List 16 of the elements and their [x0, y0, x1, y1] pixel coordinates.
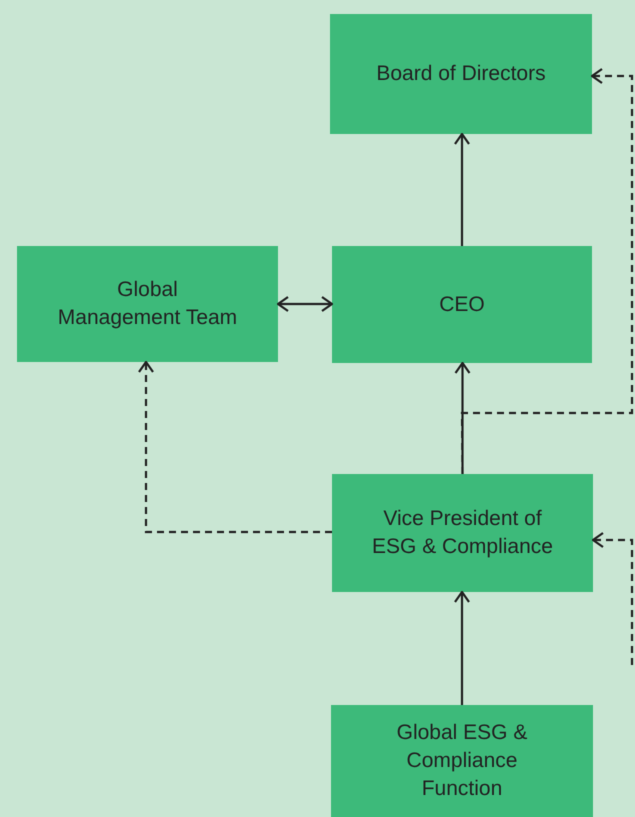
- box-label: Vice President of ESG & Compliance: [371, 506, 554, 560]
- org-box: [332, 246, 592, 363]
- box-label: Board of Directors: [376, 61, 546, 87]
- box-label: Global Management Team: [57, 277, 238, 331]
- dashed-arrow: [460, 68, 634, 474]
- org-box: [330, 14, 592, 134]
- box-label: Global ESG & Compliance Function: [396, 720, 528, 802]
- dashed-arrow: [138, 360, 332, 534]
- arrow: [276, 296, 334, 312]
- org-box: [331, 705, 593, 817]
- box-label: CEO: [439, 292, 485, 318]
- org-box: [332, 474, 593, 592]
- arrow: [454, 132, 470, 246]
- arrow: [454, 590, 470, 705]
- dashed-arrow: [592, 532, 634, 665]
- org-box: [17, 246, 278, 362]
